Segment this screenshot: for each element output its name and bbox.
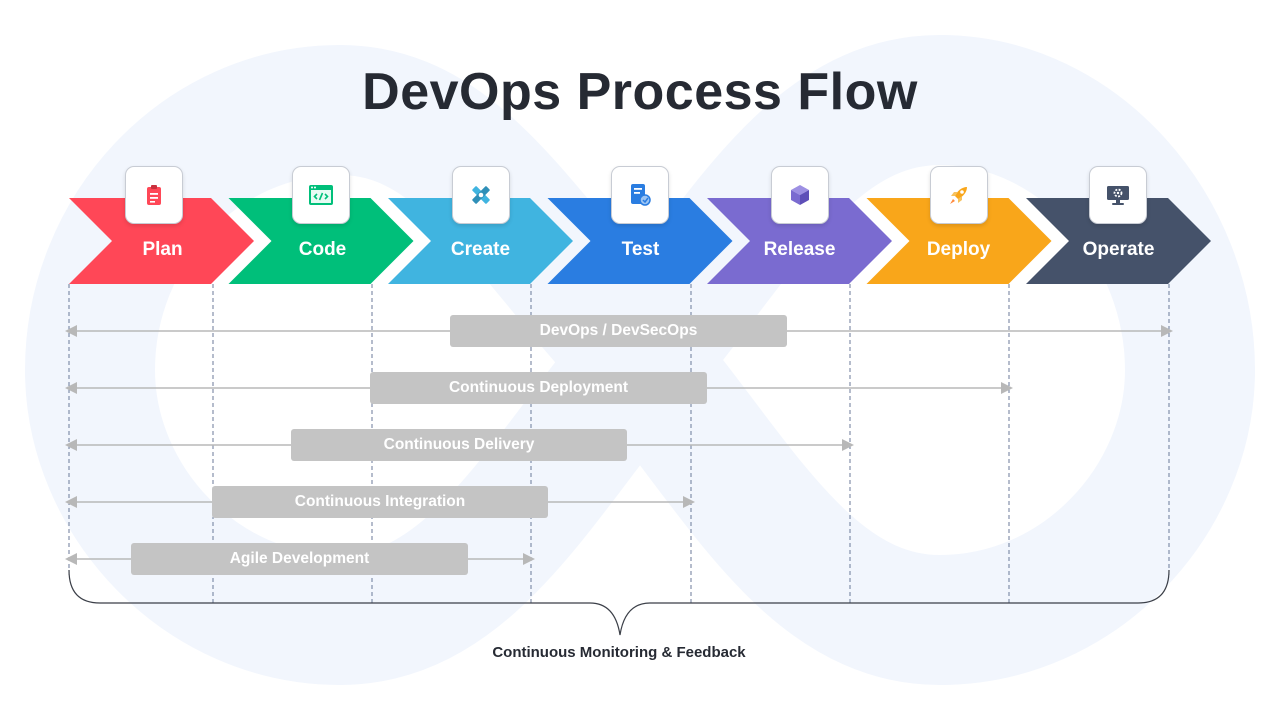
practice-bar-agile-development: Agile Development xyxy=(131,543,468,575)
chevron-operate xyxy=(1026,198,1211,284)
stage-icon-box xyxy=(452,166,510,224)
stage-icon-box xyxy=(125,166,183,224)
stage-icon-box xyxy=(1089,166,1147,224)
stage-icon-box xyxy=(292,166,350,224)
stage-icon-box xyxy=(930,166,988,224)
stage-icon-box xyxy=(611,166,669,224)
test-document-icon xyxy=(631,184,651,206)
package-icon xyxy=(791,185,809,205)
stage-label-code: Code xyxy=(298,239,347,260)
practice-bar-devops-devsecops: DevOps / DevSecOps xyxy=(450,315,787,347)
monitor-gear-icon xyxy=(1107,186,1129,205)
stage-icon-box xyxy=(771,166,829,224)
stage-label-release: Release xyxy=(763,239,836,260)
chevron-code xyxy=(228,198,414,284)
practice-bar-continuous-deployment: Continuous Deployment xyxy=(370,372,707,404)
design-tools-icon xyxy=(472,186,490,204)
page-title: DevOps Process Flow xyxy=(362,63,918,121)
feedback-brace xyxy=(68,569,1170,636)
chevron-test xyxy=(547,198,733,284)
clipboard-icon xyxy=(147,185,161,205)
stage-label-plan: Plan xyxy=(142,239,183,260)
chevron-create xyxy=(388,198,573,284)
monitoring-feedback-label: Continuous Monitoring & Feedback xyxy=(492,644,746,661)
stage-label-deploy: Deploy xyxy=(926,239,991,260)
chevron-plan xyxy=(69,198,254,284)
stage-label-create: Create xyxy=(450,239,511,260)
practice-bar-continuous-integration: Continuous Integration xyxy=(212,486,548,518)
chevron-release xyxy=(707,198,892,284)
code-window-icon xyxy=(309,185,333,205)
stage-label-operate: Operate xyxy=(1082,239,1155,260)
stage-label-test: Test xyxy=(621,239,660,260)
practice-bar-continuous-delivery: Continuous Delivery xyxy=(291,429,627,461)
chevron-deploy xyxy=(866,198,1052,284)
rocket-icon xyxy=(950,187,967,204)
